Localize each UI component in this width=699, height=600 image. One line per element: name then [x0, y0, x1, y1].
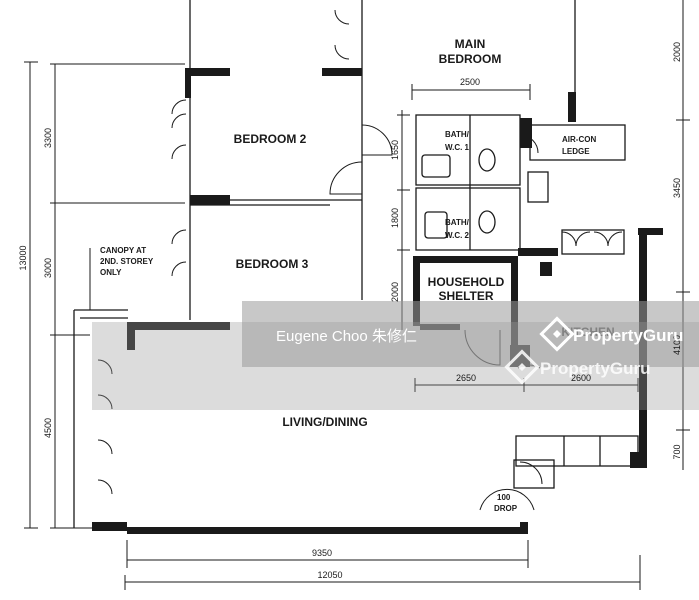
- dimension-lines: [24, 0, 690, 590]
- dim-13000: 13000: [18, 245, 28, 270]
- kitchen-label: KITCHEN: [561, 325, 614, 339]
- watermark-band: [242, 301, 699, 367]
- dim-4100: 4100: [672, 335, 682, 355]
- main-bedroom-label-1: MAIN: [455, 37, 486, 51]
- living-dining-label: LIVING/DINING: [282, 415, 367, 429]
- dim-3450: 3450: [672, 178, 682, 198]
- dim-700: 700: [672, 444, 682, 459]
- dim-3000: 3000: [43, 258, 53, 278]
- dim-12050: 12050: [317, 570, 342, 580]
- door-swings: [97, 9, 623, 511]
- agent-watermark: Eugene Choo 朱修仁: [276, 328, 417, 345]
- bedroom-3-label: BEDROOM 3: [236, 257, 309, 271]
- dim-2500: 2500: [460, 77, 480, 87]
- brand-watermark-bottom: PropertyGuru: [504, 349, 651, 385]
- dim-2600: 2600: [571, 373, 591, 383]
- bath-2-label-1: BATH/: [445, 218, 470, 227]
- dim-2000-mid: 2000: [390, 282, 400, 302]
- dim-1650: 1650: [390, 140, 400, 160]
- propertyguru-logo-icon: [539, 316, 575, 352]
- brand-text-bottom: PropertyGuru: [540, 359, 651, 378]
- refuse-chute-label-1: 100: [497, 493, 511, 502]
- brand-watermark-top: PropertyGuru: [539, 316, 684, 352]
- bath-1-label-1: BATH/: [445, 130, 470, 139]
- canopy-note-line-1: CANOPY AT: [100, 246, 146, 255]
- bath-1-label-2: W.C. 1: [445, 143, 470, 152]
- dim-4500: 4500: [43, 418, 53, 438]
- bedroom-2-label: BEDROOM 2: [234, 132, 307, 146]
- canopy-note-line-2: 2ND. STOREY: [100, 257, 154, 266]
- dim-2650: 2650: [456, 373, 476, 383]
- aircon-ledge-label-2: LEDGE: [562, 147, 590, 156]
- household-shelter-label-1: HOUSEHOLD: [428, 275, 505, 289]
- watermark-band-lower: [92, 322, 699, 410]
- interior-walls: [73, 0, 639, 528]
- propertyguru-logo-icon-bottom: [504, 349, 540, 385]
- canopy-note-line-3: ONLY: [100, 268, 122, 277]
- household-shelter-label-2: SHELTER: [438, 289, 493, 303]
- aircon-ledge-label-1: AIR-CON: [562, 135, 596, 144]
- bath-2-label-2: W.C. 2: [445, 231, 470, 240]
- dim-2000-right: 2000: [672, 42, 682, 62]
- dim-1800: 1800: [390, 208, 400, 228]
- refuse-chute-label-2: DROP: [494, 504, 518, 513]
- dim-3300: 3300: [43, 128, 53, 148]
- main-bedroom-label-2: BEDROOM: [439, 52, 502, 66]
- brand-text-top: PropertyGuru: [573, 326, 684, 345]
- dim-9350: 9350: [312, 548, 332, 558]
